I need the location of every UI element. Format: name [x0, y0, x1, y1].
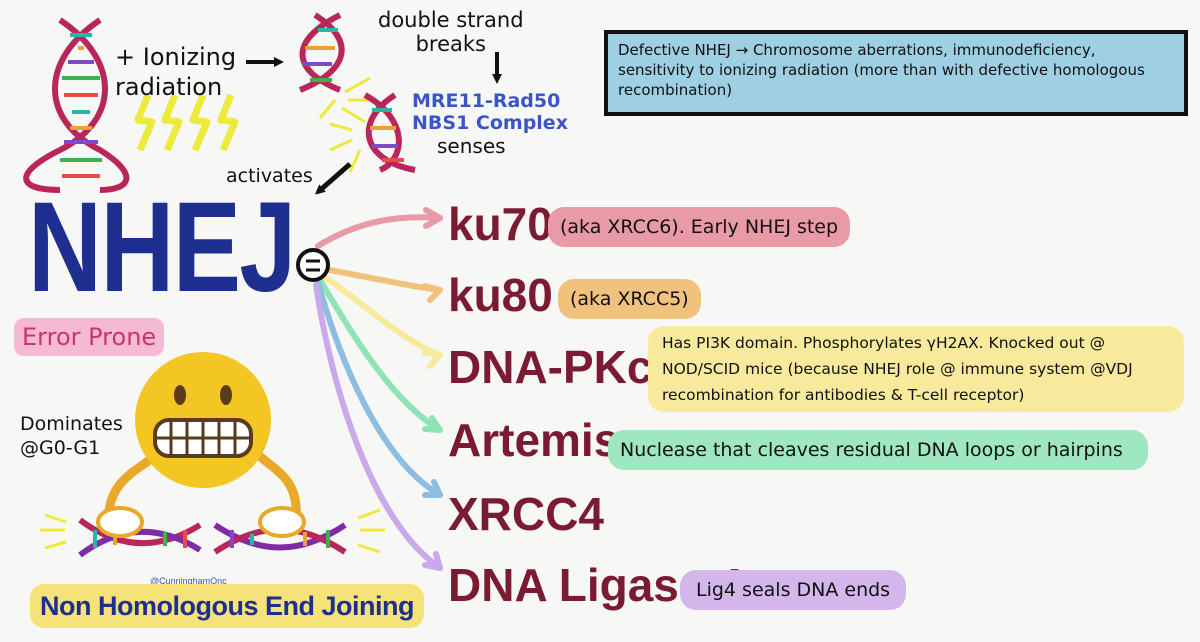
sensor-complex-label: MRE11-Rad50 NBS1 Complex	[412, 90, 568, 134]
dna-helix-icon	[298, 12, 372, 124]
lightning-bolt-icon	[134, 93, 239, 152]
dna-helix-icon	[40, 506, 385, 558]
component-note-dna-pkcs: Has PI3K domain. Phosphorylates γH2AX. K…	[648, 326, 1184, 412]
component-note-ku70: (aka XRCC6). Early NHEJ step	[548, 207, 851, 247]
component-note-artemis: Nuclease that cleaves residual DNA loops…	[608, 430, 1148, 470]
component-note-dna-ligase-4: Lig4 seals DNA ends	[680, 570, 907, 610]
credit-label: @CunninghamOnc	[150, 576, 227, 586]
ionizing-radiation-label: + Ionizing radiation	[115, 43, 237, 101]
error-prone-label: Error Prone	[14, 318, 165, 356]
dna-helix-icon	[23, 17, 130, 193]
dominates-label: Dominates @G0-G1	[20, 413, 123, 459]
component-name-dna-pkcs: DNA-PKcs	[448, 341, 679, 393]
double-strand-breaks-label: double strand breaks	[378, 8, 524, 56]
component-name-artemis: Artemis	[448, 414, 620, 466]
equals-circle	[296, 248, 330, 282]
component-name-ku80: ku80	[448, 269, 553, 321]
info-box: Defective NHEJ → Chromosome aberrations,…	[604, 30, 1188, 116]
senses-label: senses	[437, 134, 506, 158]
arrow-icon	[314, 162, 352, 195]
activates-label: activates	[226, 165, 313, 187]
component-name-xrcc4: XRCC4	[448, 488, 604, 540]
grimacing-face-icon	[103, 352, 301, 525]
dna-helix-icon	[329, 92, 416, 173]
full-name-label: Non Homologous End Joining	[30, 584, 424, 628]
component-name-ku70: ku70	[448, 198, 553, 250]
component-arrows	[313, 207, 443, 571]
nhej-title: NHEJ	[28, 176, 296, 319]
component-note-ku80: (aka XRCC5)	[558, 279, 701, 319]
